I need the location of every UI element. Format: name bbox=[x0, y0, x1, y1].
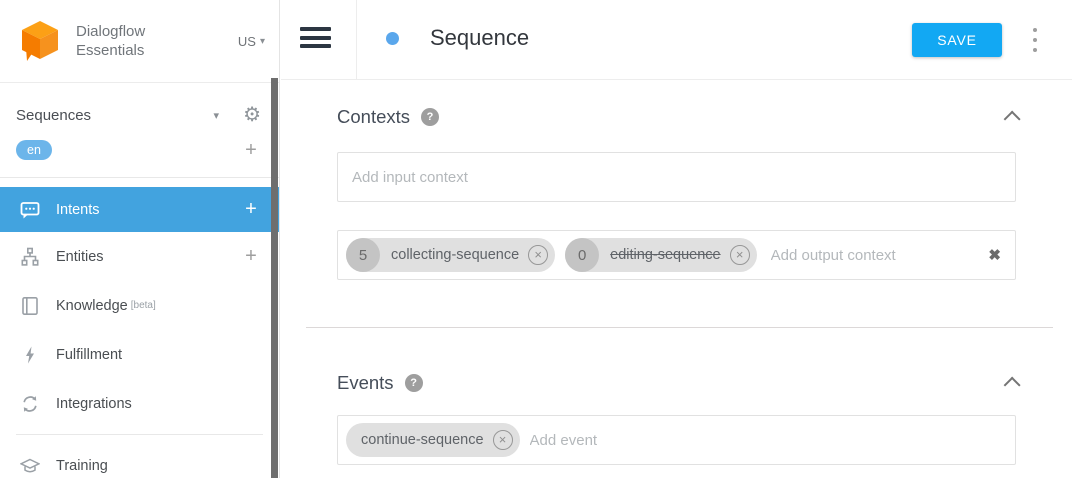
sidebar-item-label: Fulfillment bbox=[56, 346, 123, 363]
event-name: continue-sequence bbox=[361, 432, 484, 448]
help-icon[interactable]: ? bbox=[421, 108, 440, 126]
caret-down-icon: ▾ bbox=[259, 35, 265, 47]
context-name: editing-sequence bbox=[610, 247, 721, 263]
sidebar-item-intents[interactable]: Intents + bbox=[0, 187, 279, 232]
events-section-header: Events ? bbox=[337, 372, 1021, 394]
topbar: Sequence SAVE bbox=[281, 0, 1072, 80]
sidebar-item-fulfillment[interactable]: Fulfillment bbox=[0, 330, 279, 379]
main-panel: Sequence SAVE Contexts ? 5 collecting-se… bbox=[281, 0, 1072, 478]
context-lifespan: 5 bbox=[346, 238, 380, 272]
sidebar-item-label: Knowledge bbox=[56, 297, 128, 314]
output-context-chip[interactable]: 5 collecting-sequence × bbox=[346, 238, 556, 272]
clear-contexts-icon[interactable]: ✖ bbox=[988, 247, 1001, 264]
input-context-field[interactable] bbox=[337, 152, 1016, 202]
remove-context-icon[interactable]: × bbox=[729, 245, 750, 265]
event-input[interactable] bbox=[529, 416, 1001, 464]
context-lifespan: 0 bbox=[565, 238, 600, 272]
sync-icon bbox=[23, 395, 37, 412]
sidebar-header: Dialogflow Essentials US ▾ bbox=[0, 0, 279, 83]
event-chip[interactable]: continue-sequence × bbox=[346, 423, 520, 457]
graduation-cap-icon bbox=[20, 458, 40, 472]
sidebar-item-label: Entities bbox=[56, 248, 104, 265]
overflow-menu-icon[interactable] bbox=[1026, 28, 1044, 52]
gear-icon[interactable]: ⚙ bbox=[243, 104, 261, 126]
page-title: Sequence bbox=[430, 25, 530, 50]
contexts-section-header: Contexts ? bbox=[337, 106, 1021, 128]
menu-icon[interactable] bbox=[300, 27, 331, 48]
context-name: collecting-sequence bbox=[391, 247, 520, 263]
remove-context-icon[interactable]: × bbox=[528, 245, 549, 265]
sidebar-item-training[interactable]: Training bbox=[0, 441, 279, 478]
intent-form: Contexts ? 5 collecting-sequence × 0 edi… bbox=[281, 106, 1072, 465]
sidebar-item-label: Integrations bbox=[56, 395, 132, 412]
sidebar-divider bbox=[0, 177, 279, 178]
output-context-input[interactable] bbox=[770, 231, 981, 279]
input-context-input[interactable] bbox=[352, 153, 1001, 201]
events-field[interactable]: continue-sequence × bbox=[337, 415, 1016, 465]
sidebar-item-knowledge[interactable]: Knowledge [beta] bbox=[0, 281, 279, 330]
topbar-divider bbox=[356, 0, 357, 80]
logo-text: Dialogflow Essentials bbox=[76, 23, 146, 59]
output-context-field[interactable]: 5 collecting-sequence × 0 editing-sequen… bbox=[337, 230, 1016, 280]
section-divider bbox=[306, 327, 1053, 328]
sidebar-nav: Intents + Entities + Knowledge bbox=[0, 187, 279, 478]
sidebar: Dialogflow Essentials US ▾ Sequences ▾ ⚙… bbox=[0, 0, 280, 478]
region-selector[interactable]: US ▾ bbox=[237, 33, 265, 49]
contexts-title: Contexts bbox=[337, 106, 411, 127]
agent-selector[interactable]: Sequences ▾ ⚙ bbox=[0, 97, 279, 133]
collapse-contexts-chevron-icon[interactable] bbox=[1003, 110, 1021, 128]
sidebar-item-entities[interactable]: Entities + bbox=[0, 232, 279, 281]
beta-badge: [beta] bbox=[130, 300, 156, 311]
sidebar-item-label: Intents bbox=[56, 201, 100, 218]
sidebar-divider bbox=[16, 434, 263, 435]
sidebar-scrollbar[interactable] bbox=[271, 78, 278, 478]
sidebar-item-integrations[interactable]: Integrations bbox=[0, 379, 279, 428]
remove-event-icon[interactable]: × bbox=[492, 430, 513, 450]
save-button[interactable]: SAVE bbox=[912, 23, 1002, 57]
add-entity-button[interactable]: + bbox=[245, 245, 257, 267]
output-context-chip[interactable]: 0 editing-sequence × bbox=[565, 238, 757, 272]
caret-down-icon[interactable]: ▾ bbox=[213, 109, 220, 122]
dialogflow-logo-icon bbox=[22, 21, 58, 61]
book-icon bbox=[22, 296, 38, 315]
chat-icon bbox=[20, 201, 40, 218]
add-language-button[interactable]: + bbox=[245, 138, 257, 161]
collapse-events-chevron-icon[interactable] bbox=[1003, 376, 1021, 394]
language-badge[interactable]: en bbox=[16, 140, 52, 160]
sidebar-item-label: Training bbox=[56, 457, 108, 474]
bolt-icon bbox=[26, 346, 34, 363]
language-row: en + bbox=[0, 133, 279, 167]
hierarchy-icon bbox=[21, 247, 39, 266]
events-title: Events bbox=[337, 372, 394, 393]
agent-name: Sequences bbox=[16, 106, 92, 124]
add-intent-button[interactable]: + bbox=[245, 198, 257, 220]
intent-status-dot bbox=[386, 32, 399, 45]
help-icon[interactable]: ? bbox=[404, 374, 423, 392]
